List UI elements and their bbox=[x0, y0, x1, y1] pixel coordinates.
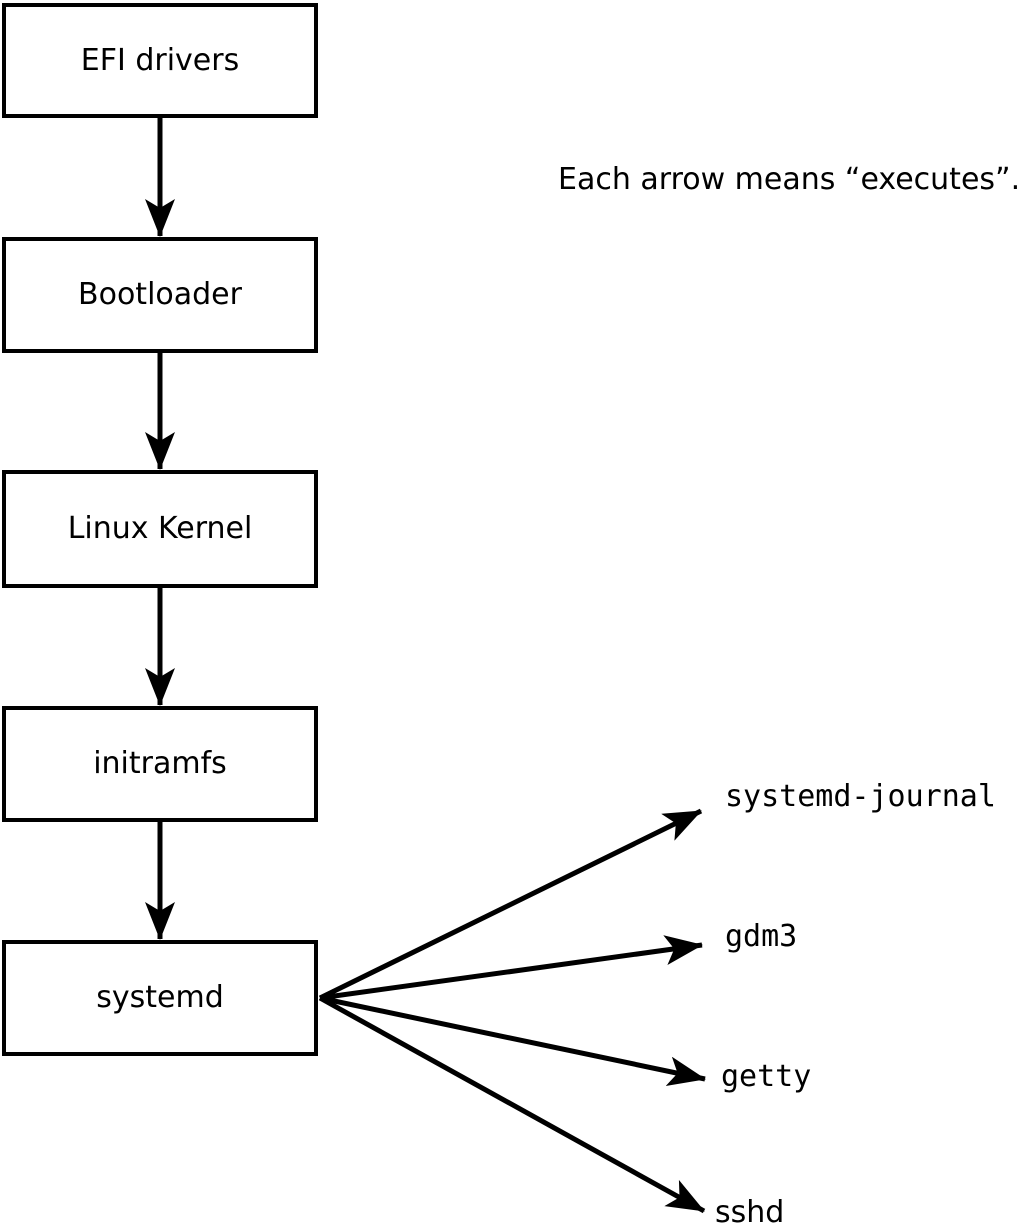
process-label-getty: getty bbox=[721, 1059, 812, 1094]
arrow-systemd-to-journal bbox=[318, 808, 703, 1001]
flow-node-label: Linux Kernel bbox=[67, 511, 253, 546]
flow-node-linux-kernel: Linux Kernel bbox=[2, 470, 318, 588]
flow-node-label: EFI drivers bbox=[80, 42, 240, 78]
flow-node-label: Bootloader bbox=[78, 277, 242, 312]
arrow-meaning-note: Each arrow means “executes”. bbox=[558, 162, 1021, 197]
flow-node-label: systemd bbox=[96, 980, 224, 1015]
flow-node-label: initramfs bbox=[93, 746, 227, 781]
arrow-systemd-to-gdm3 bbox=[319, 935, 703, 1001]
arrow-systemd-to-getty bbox=[319, 995, 706, 1087]
arrow-systemd-to-sshd bbox=[318, 995, 706, 1214]
process-label-gdm3: gdm3 bbox=[725, 919, 798, 954]
process-label-systemd-journal: systemd-journal bbox=[725, 779, 996, 814]
flow-node-initramfs: initramfs bbox=[2, 706, 318, 822]
flow-node-efi-drivers: EFI drivers bbox=[2, 3, 318, 118]
flow-node-bootloader: Bootloader bbox=[2, 237, 318, 353]
process-label-sshd: sshd bbox=[715, 1195, 785, 1230]
flow-node-systemd: systemd bbox=[2, 940, 318, 1056]
